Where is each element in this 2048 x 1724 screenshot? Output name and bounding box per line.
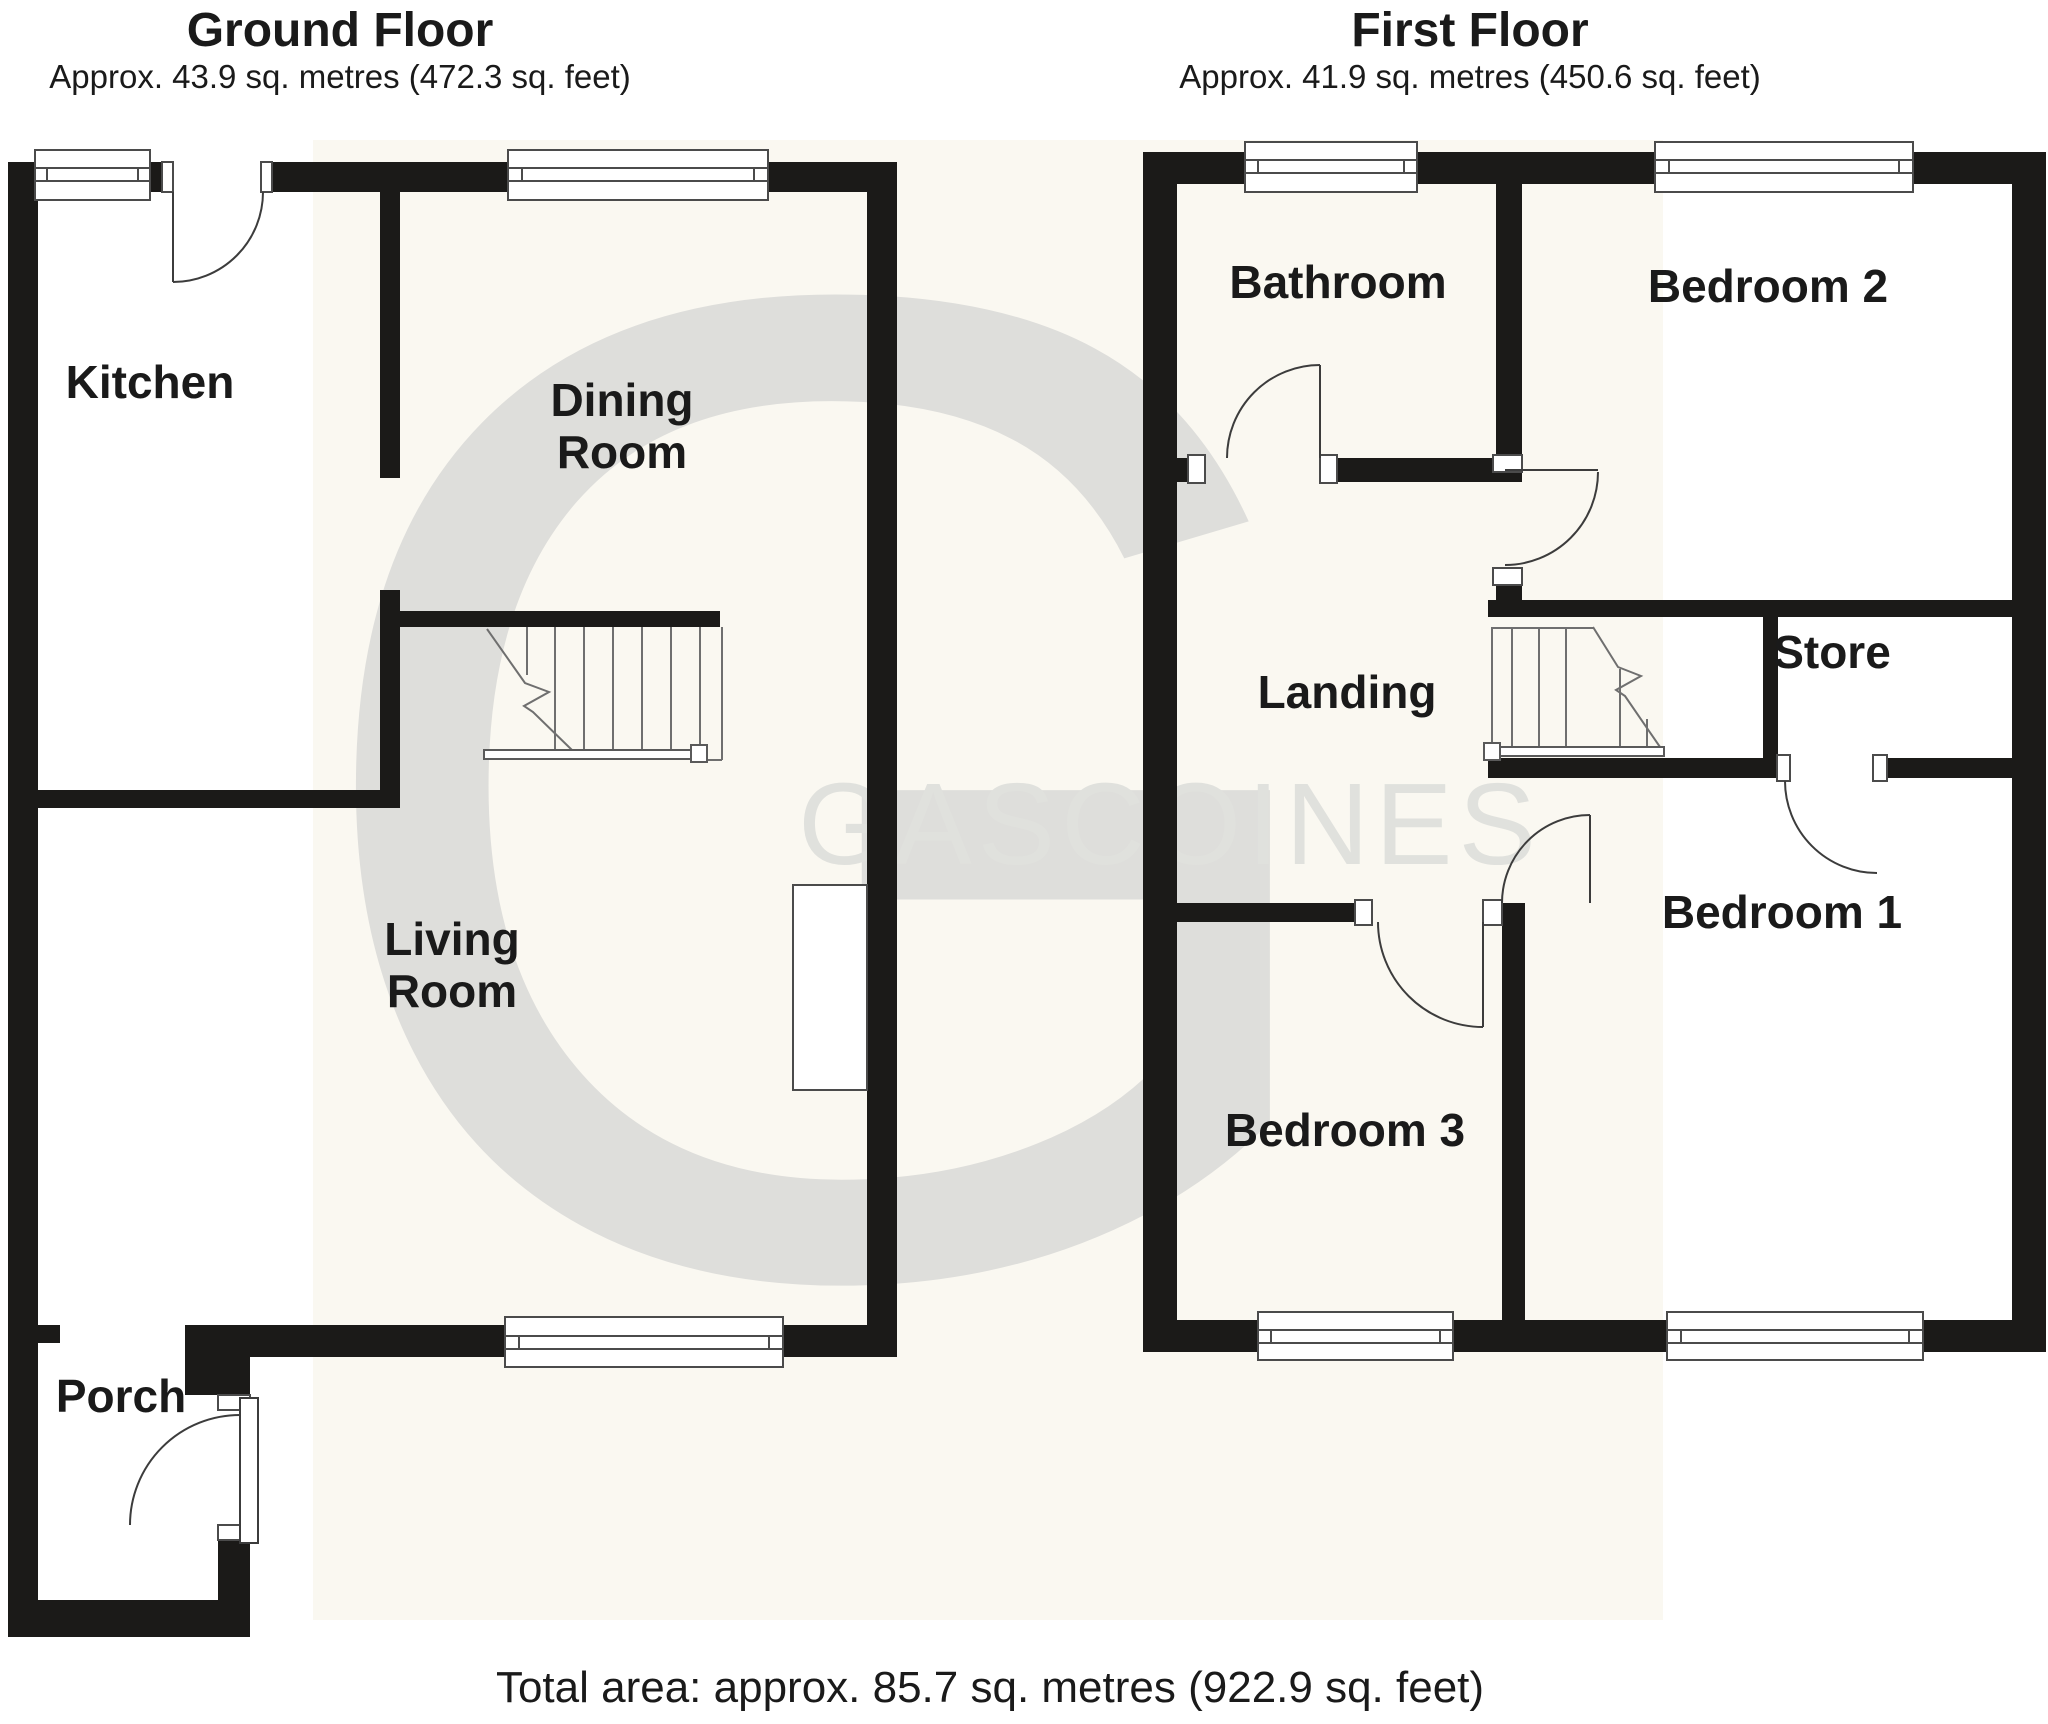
door-porch-front xyxy=(129,1394,259,1544)
label-porch: Porch xyxy=(56,1370,186,1422)
door-bathroom xyxy=(1187,364,1338,484)
label-living-line1: Living xyxy=(384,913,519,965)
window-dining-room xyxy=(507,149,769,201)
walls-first-floor xyxy=(1143,152,2046,1352)
door-store xyxy=(1776,754,1888,874)
watermark-monogram-g: G xyxy=(286,5,1375,1569)
stairs-first-floor xyxy=(1483,626,1665,761)
ground-floor-area: Approx. 43.9 sq. metres (472.3 sq. feet) xyxy=(49,58,630,95)
door-kitchen-back xyxy=(161,161,273,283)
label-store: Store xyxy=(1773,626,1891,678)
label-dining-line2: Room xyxy=(557,426,687,478)
window-bedroom-1 xyxy=(1666,1311,1924,1361)
watermark-backdrop xyxy=(313,140,1663,1620)
label-kitchen: Kitchen xyxy=(66,356,235,408)
door-bedroom-1 xyxy=(1501,814,1591,904)
chimney-breast xyxy=(792,884,868,1091)
label-bathroom: Bathroom xyxy=(1229,256,1446,308)
window-bedroom-2 xyxy=(1654,141,1914,193)
door-bedroom-3 xyxy=(1354,899,1503,1028)
first-floor-title: First Floor xyxy=(1351,4,1588,57)
walls-ground-floor xyxy=(8,162,897,1637)
label-landing: Landing xyxy=(1258,666,1437,718)
label-living-line2: Room xyxy=(387,965,517,1017)
label-bedroom-1: Bedroom 1 xyxy=(1662,886,1902,938)
window-bedroom-3 xyxy=(1257,1311,1454,1361)
window-kitchen xyxy=(34,149,151,201)
stairs-ground-floor xyxy=(483,627,723,763)
label-bedroom-2: Bedroom 2 xyxy=(1648,260,1888,312)
label-bedroom-3: Bedroom 3 xyxy=(1225,1104,1465,1156)
door-bedroom-2 xyxy=(1492,454,1599,586)
total-area-text: Total area: approx. 85.7 sq. metres (922… xyxy=(496,1663,1484,1712)
window-bathroom xyxy=(1244,141,1418,193)
first-floor-area: Approx. 41.9 sq. metres (450.6 sq. feet) xyxy=(1179,58,1760,95)
label-dining-line1: Dining xyxy=(550,374,693,426)
window-living-room xyxy=(504,1316,784,1368)
ground-floor-title: Ground Floor xyxy=(187,4,494,57)
